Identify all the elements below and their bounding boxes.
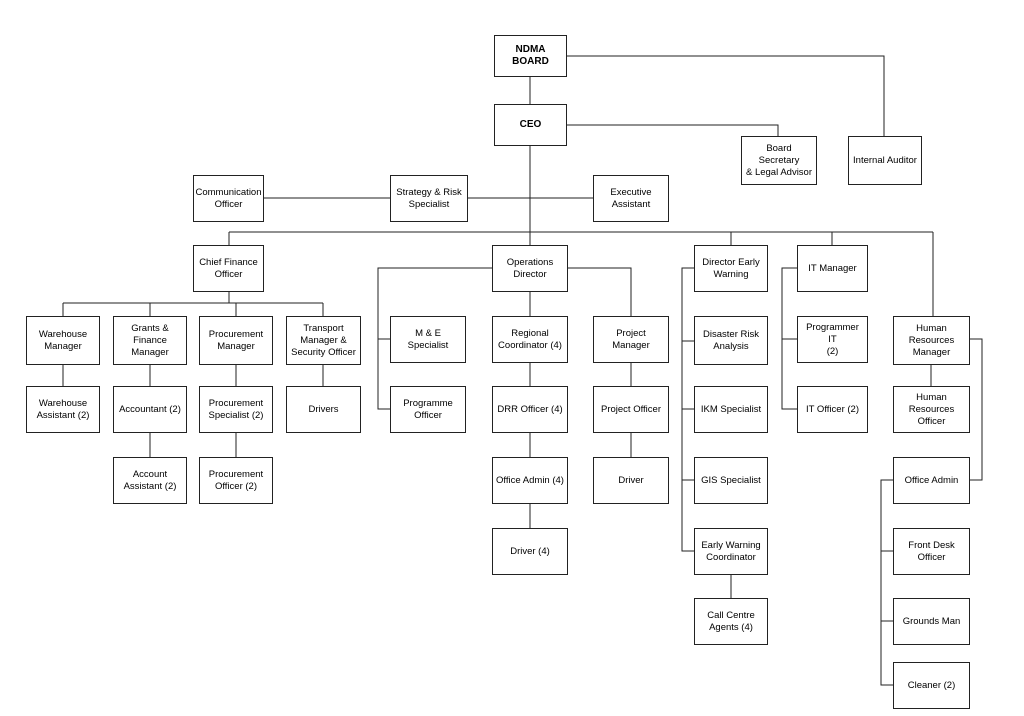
org-node-programme-officer: Programme Officer xyxy=(390,386,466,433)
org-node-account-assistant: Account Assistant (2) xyxy=(113,457,187,504)
org-node-board-secretary: Board Secretary & Legal Advisor xyxy=(741,136,817,185)
org-node-me-specialist: M & E Specialist xyxy=(390,316,466,363)
connector-line xyxy=(970,338,983,481)
org-node-transport-manager: Transport Manager & Security Officer xyxy=(286,316,361,365)
org-node-ew-coordinator: Early Warning Coordinator xyxy=(694,528,768,575)
org-node-procurement-specialist: Procurement Specialist (2) xyxy=(199,386,273,433)
org-node-gis-specialist: GIS Specialist xyxy=(694,457,768,504)
org-node-executive-assistant: Executive Assistant xyxy=(593,175,669,222)
connector-line xyxy=(880,479,893,686)
org-node-programmer-it: Programmer IT (2) xyxy=(797,316,868,363)
org-node-driver: Driver xyxy=(593,457,669,504)
org-node-project-officer: Project Officer xyxy=(593,386,669,433)
org-node-office-admin: Office Admin xyxy=(893,457,970,504)
org-node-cfo: Chief Finance Officer xyxy=(193,245,264,292)
org-node-accountant: Accountant (2) xyxy=(113,386,187,433)
connector-line xyxy=(568,267,632,316)
org-node-disaster-risk-analysis: Disaster Risk Analysis xyxy=(694,316,768,365)
org-node-office-admin-4: Office Admin (4) xyxy=(492,457,568,504)
org-node-ceo: CEO xyxy=(494,104,567,146)
org-node-front-desk: Front Desk Officer xyxy=(893,528,970,575)
org-node-hr-manager: Human Resources Manager xyxy=(893,316,970,365)
org-node-procurement-officer: Procurement Officer (2) xyxy=(199,457,273,504)
connector-line xyxy=(567,124,779,136)
org-node-it-manager: IT Manager xyxy=(797,245,868,292)
org-node-driver-4: Driver (4) xyxy=(492,528,568,575)
org-node-regional-coordinator: Regional Coordinator (4) xyxy=(492,316,568,363)
org-node-warehouse-assistant: Warehouse Assistant (2) xyxy=(26,386,100,433)
org-node-call-centre: Call Centre Agents (4) xyxy=(694,598,768,645)
org-node-warehouse-manager: Warehouse Manager xyxy=(26,316,100,365)
org-node-dir-early-warning: Director Early Warning xyxy=(694,245,768,292)
org-node-project-manager: Project Manager xyxy=(593,316,669,363)
org-node-grants-finance: Grants & Finance Manager xyxy=(113,316,187,365)
org-node-strategy-risk: Strategy & Risk Specialist xyxy=(390,175,468,222)
connector-line xyxy=(567,55,885,136)
org-node-hr-officer: Human Resources Officer xyxy=(893,386,970,433)
org-node-grounds-man: Grounds Man xyxy=(893,598,970,645)
org-node-drr-officer: DRR Officer (4) xyxy=(492,386,568,433)
org-node-cleaner: Cleaner (2) xyxy=(893,662,970,709)
org-node-procurement-manager: Procurement Manager xyxy=(199,316,273,365)
org-node-drivers: Drivers xyxy=(286,386,361,433)
org-node-it-officer: IT Officer (2) xyxy=(797,386,868,433)
org-node-communication-officer: Communication Officer xyxy=(193,175,264,222)
org-node-internal-auditor: Internal Auditor xyxy=(848,136,922,185)
org-node-ikm-specialist: IKM Specialist xyxy=(694,386,768,433)
org-node-ndma-board: NDMA BOARD xyxy=(494,35,567,77)
org-node-ops-director: Operations Director xyxy=(492,245,568,292)
